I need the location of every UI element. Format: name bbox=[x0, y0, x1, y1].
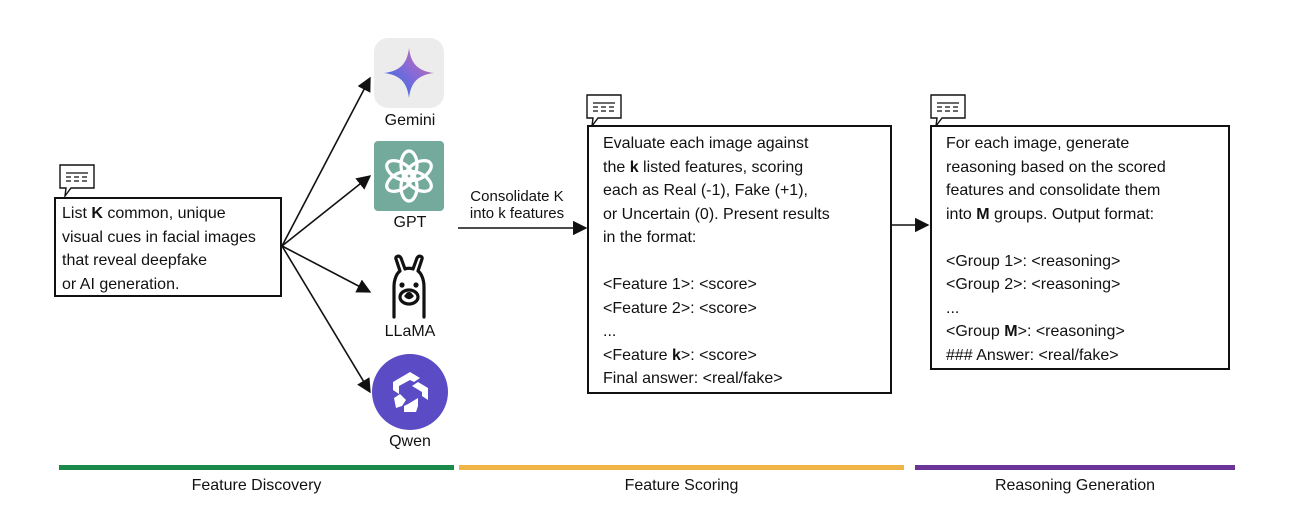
prompt-text: ... bbox=[603, 323, 617, 340]
prompt-line bbox=[603, 250, 884, 274]
prompt-line: ... bbox=[946, 297, 1222, 321]
prompt-line bbox=[946, 226, 1222, 250]
model-label-qwen: Qwen bbox=[389, 433, 431, 450]
stage-bar-discovery bbox=[59, 465, 454, 470]
prompt-line: each as Real (-1), Fake (+1), bbox=[603, 179, 884, 203]
prompt-line: features and consolidate them bbox=[946, 179, 1222, 203]
prompt-line: in the format: bbox=[603, 226, 884, 250]
chat-bubble-icon bbox=[586, 94, 622, 129]
prompt-variable: M bbox=[1004, 323, 1018, 340]
stage-bar-reasoning bbox=[915, 465, 1235, 470]
prompt-text: For each image, generate bbox=[946, 135, 1130, 152]
prompt-text: <Feature 2>: <score> bbox=[603, 299, 757, 317]
prompt-text: that reveal deepfake bbox=[62, 252, 207, 269]
prompt-text: Final answer: <real/fake> bbox=[603, 370, 783, 387]
stage-label-scoring: Feature Scoring bbox=[624, 477, 739, 494]
prompt-text: <Feature 1>: <score> bbox=[603, 276, 757, 293]
prompt-text: <Group 1>: <reasoning> bbox=[946, 252, 1121, 270]
prompt-text: >: <score> bbox=[680, 346, 757, 364]
prompt-line: that reveal deepfake bbox=[62, 249, 276, 273]
reasoning-generation-prompt-box: For each image, generate reasoning based … bbox=[930, 125, 1230, 370]
prompt-text: Evaluate each image against bbox=[603, 135, 809, 152]
prompt-text: <Group bbox=[946, 323, 1005, 340]
prompt-text: common, unique bbox=[102, 205, 226, 222]
prompt-line: reasoning based on the scored bbox=[946, 156, 1222, 180]
prompt-text: each as Real (-1), Fake (+1), bbox=[603, 182, 808, 199]
prompt-text: >: <reasoning> bbox=[1017, 323, 1125, 340]
arrow-to-llama bbox=[281, 245, 372, 293]
model-label-gpt: GPT bbox=[393, 214, 427, 231]
prompt-text: ... bbox=[946, 299, 960, 317]
prompt-line: <Group M>: <reasoning> bbox=[946, 320, 1222, 344]
prompt-line: <Feature 2>: <score> bbox=[603, 297, 884, 321]
gpt-icon bbox=[374, 141, 444, 211]
prompt-text: in the format: bbox=[603, 229, 697, 246]
prompt-text: List bbox=[62, 205, 92, 222]
arrow-to-gemini bbox=[281, 76, 371, 247]
prompt-line: <Group 2>: <reasoning> bbox=[946, 273, 1222, 297]
chat-bubble-icon bbox=[59, 164, 95, 199]
prompt-line: Evaluate each image against bbox=[603, 132, 884, 156]
prompt-text: visual cues in facial images bbox=[62, 228, 256, 246]
prompt-line: <Group 1>: <reasoning> bbox=[946, 250, 1222, 274]
prompt-line: the k listed features, scoring bbox=[603, 156, 884, 180]
prompt-line: ... bbox=[603, 320, 884, 344]
prompt-line: <Feature 1>: <score> bbox=[603, 273, 884, 297]
model-label-gemini: Gemini bbox=[384, 112, 436, 129]
prompt-variable: M bbox=[976, 205, 990, 223]
prompt-line: <Feature k>: <score> bbox=[603, 344, 884, 368]
arrow-to-qwen bbox=[281, 245, 371, 394]
chat-bubble-icon bbox=[930, 94, 966, 129]
arrow-to-gpt bbox=[281, 175, 372, 247]
stage-bar-scoring bbox=[459, 465, 904, 470]
prompt-line: For each image, generate bbox=[946, 132, 1222, 156]
stage-label-discovery: Feature Discovery bbox=[191, 477, 322, 494]
prompt-line: visual cues in facial images bbox=[62, 226, 276, 250]
prompt-text: <Feature bbox=[603, 346, 672, 364]
prompt-text: the bbox=[603, 158, 630, 176]
prompt-variable: k bbox=[629, 158, 639, 176]
prompt-line: or AI generation. bbox=[62, 273, 276, 297]
prompt-line: Final answer: <real/fake> bbox=[603, 367, 884, 391]
prompt-line: or Uncertain (0). Present results bbox=[603, 203, 884, 227]
prompt-line: List K common, unique bbox=[62, 202, 276, 226]
prompt-line: into M groups. Output format: bbox=[946, 203, 1222, 227]
prompt-text: features and consolidate them bbox=[946, 182, 1161, 199]
prompt-text: groups. Output format: bbox=[989, 205, 1155, 223]
gemini-icon bbox=[374, 38, 444, 108]
qwen-icon bbox=[372, 354, 448, 430]
prompt-text: reasoning based on the scored bbox=[946, 158, 1166, 176]
consolidate-label-line: Consolidate K bbox=[470, 188, 564, 205]
prompt-text: <Group 2>: <reasoning> bbox=[946, 276, 1121, 293]
prompt-variable: K bbox=[91, 205, 103, 222]
stage-label-reasoning: Reasoning Generation bbox=[994, 477, 1156, 494]
prompt-text: listed features, scoring bbox=[638, 158, 804, 176]
prompt-line: ### Answer: <real/fake> bbox=[946, 344, 1222, 368]
prompt-text: or Uncertain (0). Present results bbox=[603, 205, 830, 223]
consolidate-label-line: into k features bbox=[469, 205, 565, 222]
prompt-text: into bbox=[946, 205, 977, 223]
prompt-variable: k bbox=[671, 346, 681, 364]
prompt-text: ### Answer: <real/fake> bbox=[946, 346, 1119, 364]
feature-scoring-prompt-box: Evaluate each image against the k listed … bbox=[587, 125, 892, 394]
model-label-llama: LLaMA bbox=[384, 323, 436, 340]
consolidate-label: Consolidate K into k features bbox=[455, 188, 579, 222]
feature-discovery-prompt-box: List K common, unique visual cues in faci… bbox=[54, 197, 282, 297]
llama-icon bbox=[374, 253, 444, 319]
prompt-text: or AI generation. bbox=[62, 275, 180, 293]
